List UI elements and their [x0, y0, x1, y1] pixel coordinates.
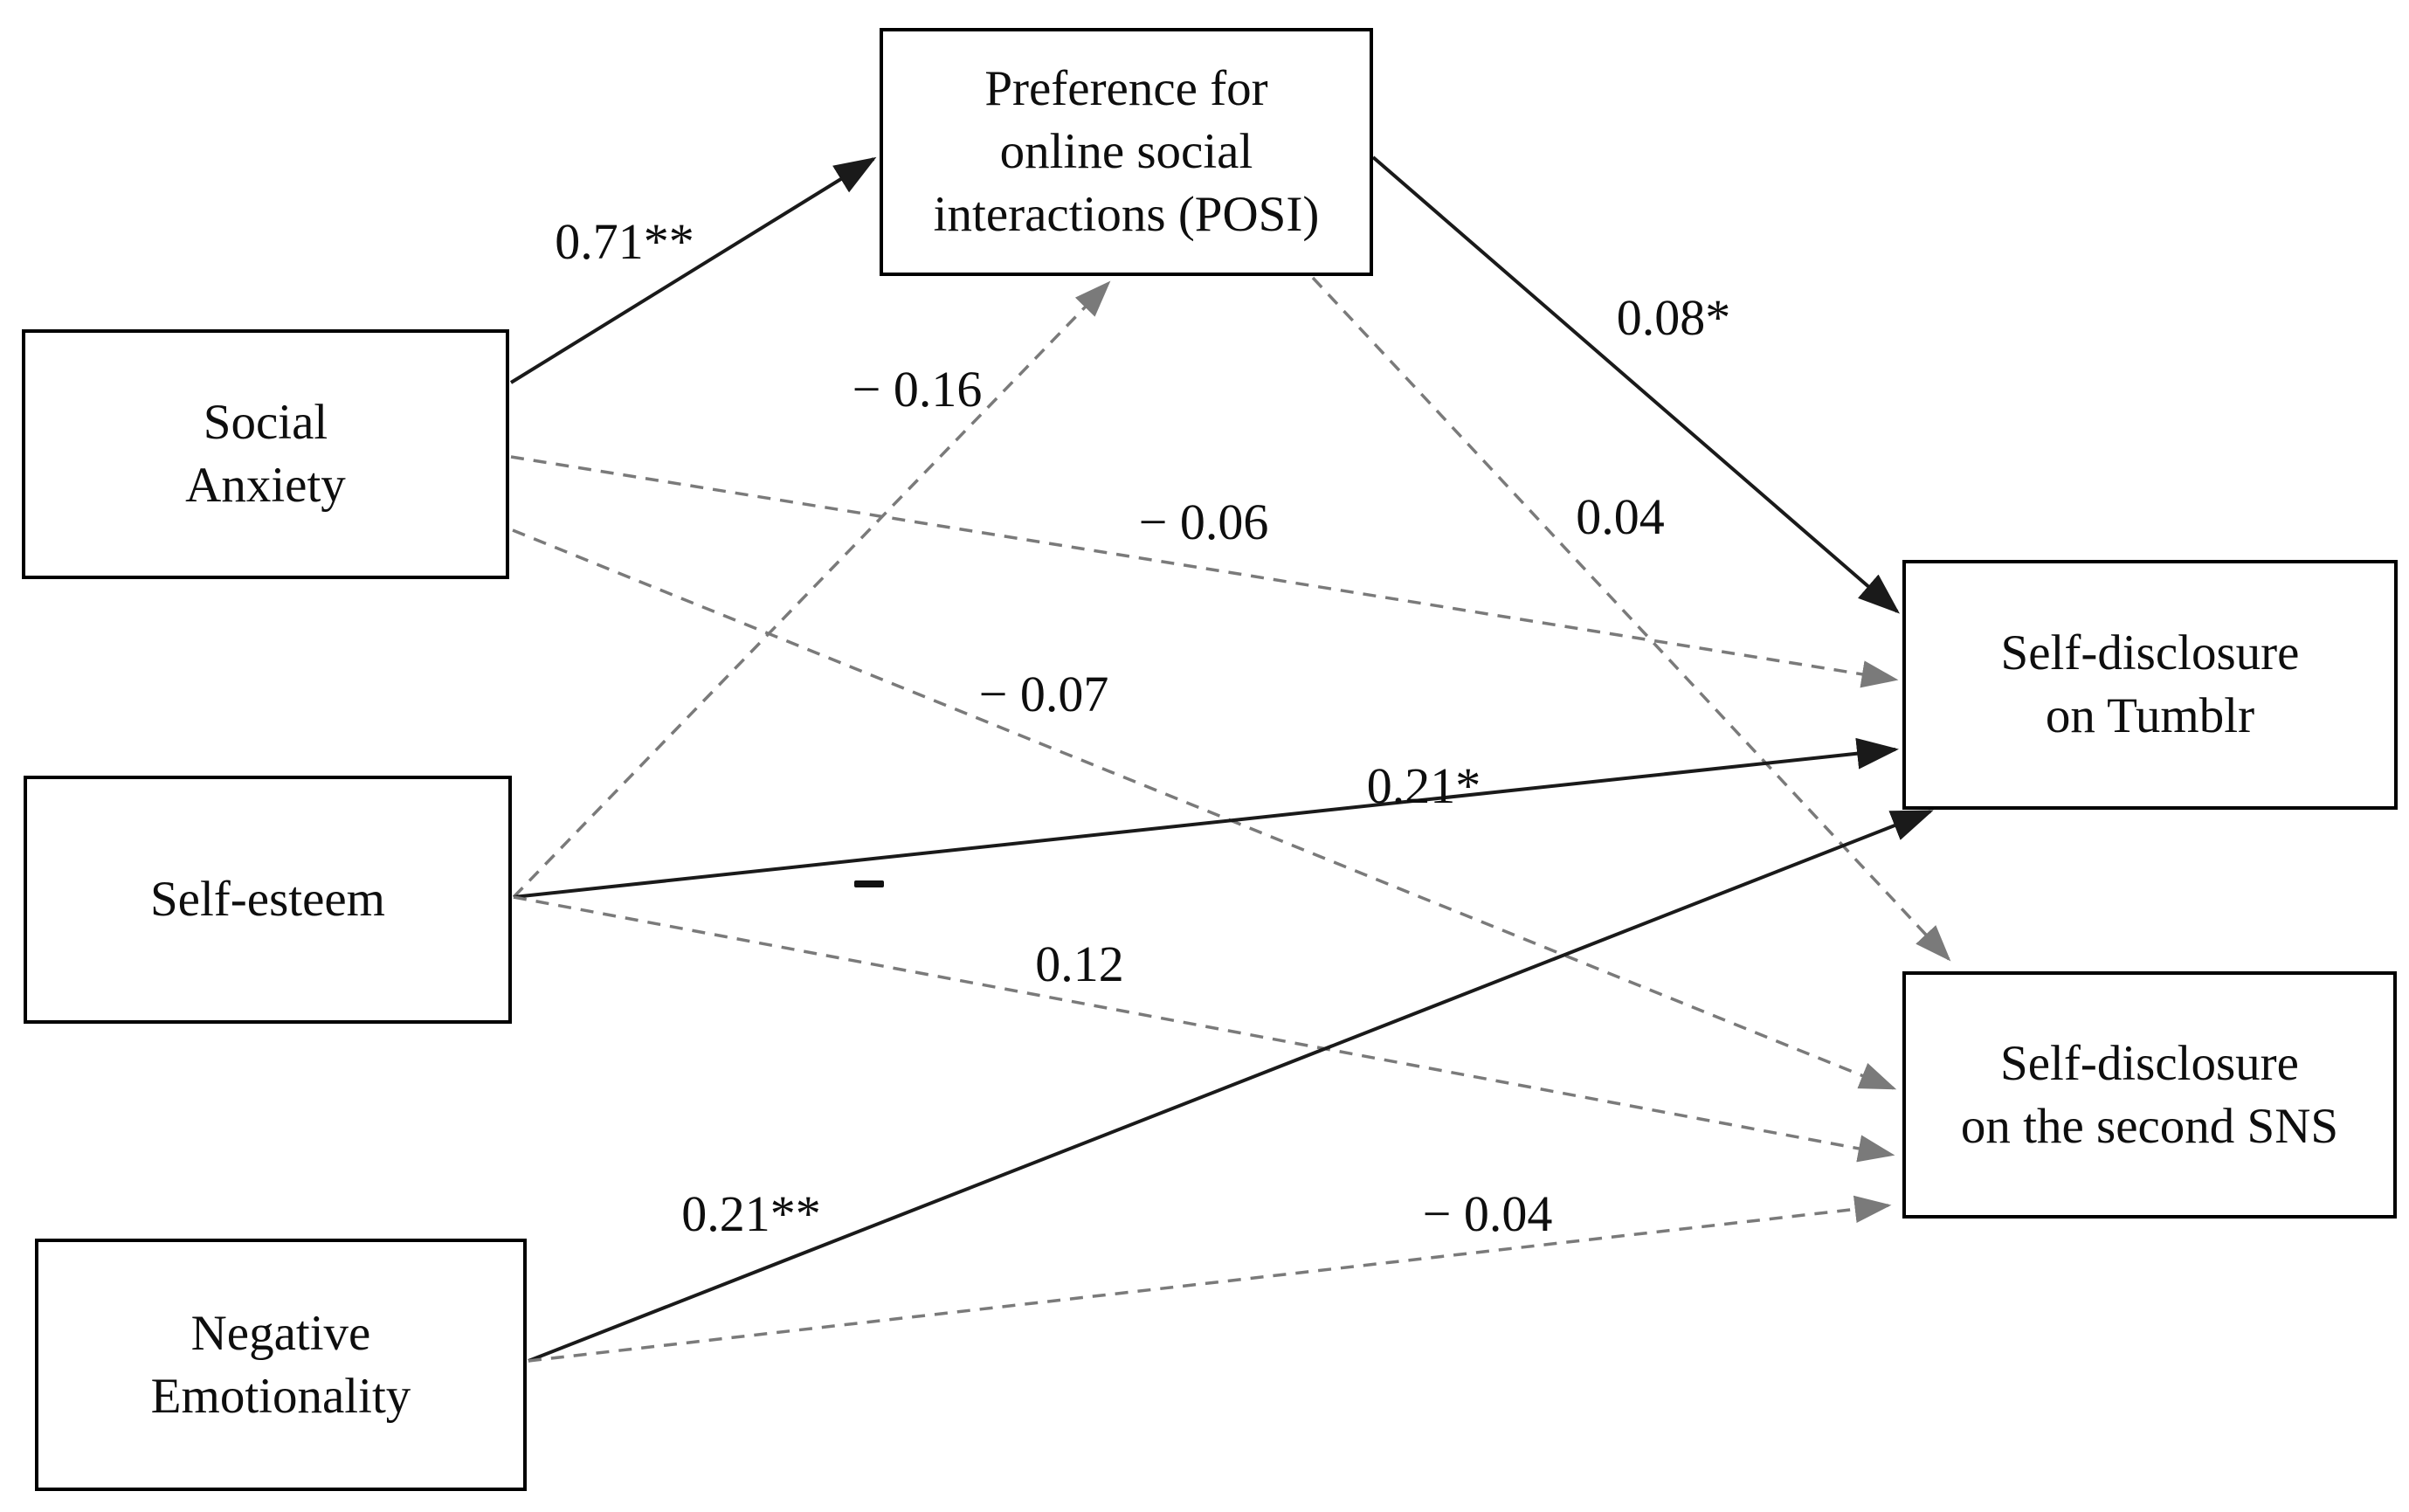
- node-self-esteem: Self-esteem: [24, 776, 512, 1024]
- edge-posi-tumblr-arrow: [1371, 155, 1901, 614]
- edge-se-sns-arrow: [513, 895, 1895, 1163]
- stray-dash-mark: [854, 880, 884, 887]
- node-posi: Preference for online social interaction…: [880, 28, 1373, 276]
- edge-label-ne-tumblr: 0.21**: [681, 1185, 821, 1242]
- edge-label-se-tumblr: 0.21*: [1366, 757, 1481, 814]
- edge-label-sa-tumblr: − 0.06: [1138, 494, 1269, 550]
- edge-label-se-sns: 0.12: [1035, 936, 1124, 992]
- edge-sa-tumblr-arrow: [510, 455, 1899, 688]
- edge-se-tumblr-arrow: [513, 737, 1899, 899]
- edge-label-se-posi: − 0.16: [852, 361, 983, 418]
- edge-sa-sns-arrow: [512, 528, 1897, 1090]
- edge-label-posi-sns: 0.04: [1576, 488, 1665, 545]
- node-second-sns: Self-disclosure on the second SNS: [1902, 971, 2397, 1219]
- edge-label-sa-sns: − 0.07: [978, 666, 1109, 722]
- edge-ne-tumblr-arrow: [528, 810, 1934, 1363]
- node-tumblr: Self-disclosure on Tumblr: [1902, 560, 2398, 810]
- edge-label-ne-sns: − 0.04: [1422, 1185, 1553, 1242]
- node-negative-emotionality: Negative Emotionality: [35, 1239, 527, 1491]
- edge-label-posi-tumblr: 0.08*: [1616, 289, 1731, 346]
- edge-ne-sns-arrow: [528, 1195, 1892, 1363]
- node-social-anxiety: Social Anxiety: [22, 329, 509, 579]
- edge-label-sa-posi: 0.71**: [555, 213, 694, 270]
- edge-sa-posi-arrow: [509, 156, 877, 384]
- edge-se-posi-arrow: [512, 280, 1111, 899]
